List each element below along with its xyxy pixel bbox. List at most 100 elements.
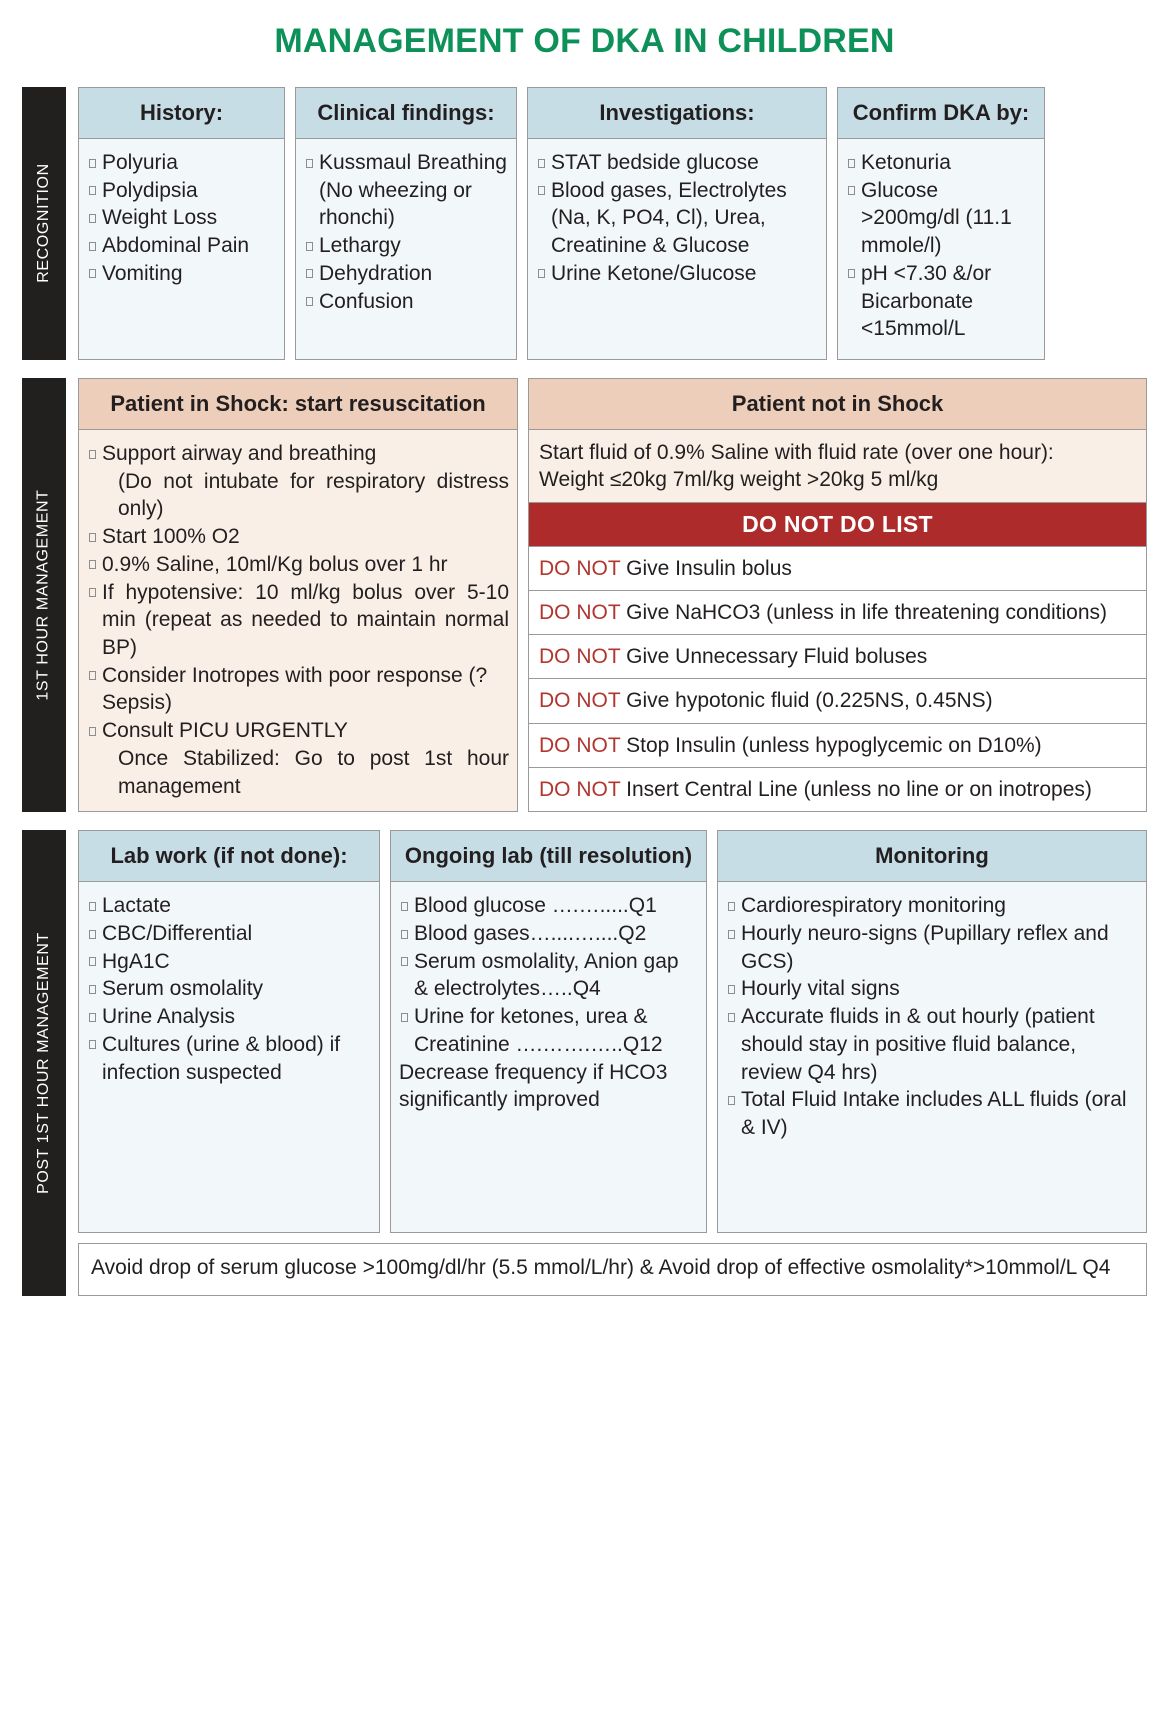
list-item: Abdominal Pain bbox=[87, 232, 276, 260]
investigations-list: STAT bedside glucose Blood gases, Electr… bbox=[536, 149, 818, 288]
list-item: STAT bedside glucose bbox=[536, 149, 818, 177]
card-clinical-findings-header: Clinical findings: bbox=[296, 88, 516, 139]
list-item-main: Consult PICU URGENTLY bbox=[102, 719, 348, 743]
card-confirm-dka: Confirm DKA by: Ketonuria Glucose >200mg… bbox=[837, 87, 1045, 360]
section-post-first-hour-management: POST 1ST HOUR MANAGEMENT Lab work (if no… bbox=[22, 830, 1147, 1296]
list-item: Total Fluid Intake includes ALL fluids (… bbox=[726, 1086, 1138, 1141]
band-gap bbox=[66, 87, 78, 360]
do-not-prefix: DO NOT bbox=[539, 733, 621, 757]
list-item: Consider Inotropes with poor response (?… bbox=[87, 662, 509, 717]
fluid-rate-instructions: Start fluid of 0.9% Saline with fluid ra… bbox=[529, 429, 1146, 503]
do-not-do-item: DO NOT Stop Insulin (unless hypoglycemic… bbox=[529, 722, 1146, 767]
list-item-sub: Once Stabilized: Go to post 1st hour man… bbox=[118, 746, 509, 798]
do-not-do-item: DO NOT Insert Central Line (unless no li… bbox=[529, 766, 1146, 812]
page-title: MANAGEMENT OF DKA IN CHILDREN bbox=[274, 22, 895, 60]
ongoing-lab-list: Blood glucose ….….....Q1 Blood gases…...… bbox=[399, 892, 698, 1058]
list-item: Lactate bbox=[87, 892, 371, 920]
list-item: Hourly vital signs bbox=[726, 975, 1138, 1003]
list-item: Urine for ketones, urea & Creatinine ….…… bbox=[399, 1003, 698, 1058]
list-item: Ketonuria bbox=[846, 149, 1036, 177]
list-item: Vomiting bbox=[87, 260, 276, 288]
list-item: Kussmaul Breathing (No wheezing or rhonc… bbox=[304, 149, 508, 232]
do-not-do-list-header: DO NOT DO LIST bbox=[529, 502, 1146, 546]
list-item: Glucose >200mg/dl (11.1 mmole/l) bbox=[846, 177, 1036, 260]
list-item: Serum osmolality bbox=[87, 975, 371, 1003]
monitoring-list: Cardiorespiratory monitoring Hourly neur… bbox=[726, 892, 1138, 1141]
history-list: Polyuria Polydipsia Weight Loss Abdomina… bbox=[87, 149, 276, 288]
list-item: pH <7.30 &/or Bicarbonate <15mmol/L bbox=[846, 260, 1036, 343]
do-not-do-item: DO NOT Give hypotonic fluid (0.225NS, 0.… bbox=[529, 678, 1146, 723]
list-item: Blood gases…....…....Q2 bbox=[399, 920, 698, 948]
card-lab-work: Lab work (if not done): Lactate CBC/Diff… bbox=[78, 830, 380, 1234]
card-monitoring-body: Cardiorespiratory monitoring Hourly neur… bbox=[718, 882, 1146, 1232]
post-first-hour-columns: Lab work (if not done): Lactate CBC/Diff… bbox=[78, 830, 1147, 1234]
section-first-hour-management: 1ST HOUR MANAGEMENT Patient in Shock: st… bbox=[22, 377, 1147, 813]
card-patient-not-in-shock: Patient not in Shock Start fluid of 0.9%… bbox=[528, 377, 1147, 813]
fluid-rate-line-2: Weight ≤20kg 7ml/kg weight >20kg 5 ml/kg bbox=[539, 468, 939, 492]
list-item: Support airway and breathing (Do not int… bbox=[87, 440, 509, 523]
card-patient-in-shock-body: Support airway and breathing (Do not int… bbox=[79, 429, 517, 812]
list-item: Dehydration bbox=[304, 260, 508, 288]
band-first-hour: 1ST HOUR MANAGEMENT bbox=[22, 377, 66, 813]
card-history-header: History: bbox=[79, 88, 284, 139]
do-not-text: Insert Central Line (unless no line or o… bbox=[626, 777, 1092, 801]
section-recognition: RECOGNITION History: Polyuria Polydipsia… bbox=[22, 87, 1147, 360]
do-not-prefix: DO NOT bbox=[539, 645, 621, 669]
list-item: Urine Ketone/Glucose bbox=[536, 260, 818, 288]
do-not-do-item: DO NOT Give NaHCO3 (unless in life threa… bbox=[529, 589, 1146, 635]
list-item-sub: (Do not intubate for respiratory distres… bbox=[118, 469, 509, 521]
do-not-text: Stop Insulin (unless hypoglycemic on D10… bbox=[626, 733, 1042, 757]
shock-list: Support airway and breathing (Do not int… bbox=[87, 440, 509, 800]
band-post-first-hour-label: POST 1ST HOUR MANAGEMENT bbox=[35, 931, 53, 1194]
band-post-first-hour: POST 1ST HOUR MANAGEMENT bbox=[22, 830, 66, 1296]
card-ongoing-lab: Ongoing lab (till resolution) Blood gluc… bbox=[390, 830, 707, 1234]
do-not-text: Give NaHCO3 (unless in life threatening … bbox=[626, 600, 1108, 624]
list-item: Hourly neuro-signs (Pupillary reflex and… bbox=[726, 920, 1138, 975]
card-clinical-findings-body: Kussmaul Breathing (No wheezing or rhonc… bbox=[296, 139, 516, 359]
list-item: Accurate fluids in & out hourly (patient… bbox=[726, 1003, 1138, 1086]
card-investigations-header: Investigations: bbox=[528, 88, 826, 139]
do-not-prefix: DO NOT bbox=[539, 777, 621, 801]
card-history-body: Polyuria Polydipsia Weight Loss Abdomina… bbox=[79, 139, 284, 359]
list-item: If hypotensive: 10 ml/kg bolus over 5-10… bbox=[87, 579, 509, 662]
list-item: Blood gases, Electrolytes (Na, K, PO4, C… bbox=[536, 177, 818, 260]
confirm-dka-list: Ketonuria Glucose >200mg/dl (11.1 mmole/… bbox=[846, 149, 1036, 343]
footnote-avoid-glucose-drop: Avoid drop of serum glucose >100mg/dl/hr… bbox=[78, 1243, 1147, 1296]
card-monitoring-header: Monitoring bbox=[718, 831, 1146, 883]
do-not-text: Give hypotonic fluid (0.225NS, 0.45NS) bbox=[626, 689, 993, 713]
card-patient-not-in-shock-header: Patient not in Shock bbox=[529, 378, 1146, 430]
do-not-do-item: DO NOT Give Unnecessary Fluid boluses bbox=[529, 634, 1146, 679]
list-item: Polyuria bbox=[87, 149, 276, 177]
list-item: Lethargy bbox=[304, 232, 508, 260]
clinical-findings-list: Kussmaul Breathing (No wheezing or rhonc… bbox=[304, 149, 508, 315]
list-item: Weight Loss bbox=[87, 204, 276, 232]
list-item: Serum osmolality, Anion gap & electrolyt… bbox=[399, 948, 698, 1003]
card-confirm-dka-header: Confirm DKA by: bbox=[838, 88, 1044, 139]
do-not-text: Give Unnecessary Fluid boluses bbox=[626, 645, 928, 669]
card-ongoing-lab-header: Ongoing lab (till resolution) bbox=[391, 831, 706, 883]
card-patient-in-shock: Patient in Shock: start resuscitation Su… bbox=[78, 377, 518, 813]
band-gap bbox=[66, 830, 78, 1296]
do-not-do-item: DO NOT Give Insulin bolus bbox=[529, 545, 1146, 590]
card-investigations-body: STAT bedside glucose Blood gases, Electr… bbox=[528, 139, 826, 359]
band-gap bbox=[66, 377, 78, 813]
do-not-prefix: DO NOT bbox=[539, 556, 621, 580]
recognition-columns: History: Polyuria Polydipsia Weight Loss… bbox=[78, 87, 1147, 360]
do-not-text: Give Insulin bolus bbox=[626, 556, 792, 580]
card-lab-work-body: Lactate CBC/Differential HgA1C Serum osm… bbox=[79, 882, 379, 1232]
fluid-rate-line-1: Start fluid of 0.9% Saline with fluid ra… bbox=[539, 440, 1054, 464]
do-not-prefix: DO NOT bbox=[539, 689, 621, 713]
card-patient-in-shock-header: Patient in Shock: start resuscitation bbox=[79, 378, 517, 430]
list-item: Cultures (urine & blood) if infection su… bbox=[87, 1031, 371, 1086]
card-history: History: Polyuria Polydipsia Weight Loss… bbox=[78, 87, 285, 360]
card-lab-work-header: Lab work (if not done): bbox=[79, 831, 379, 883]
list-item: CBC/Differential bbox=[87, 920, 371, 948]
card-investigations: Investigations: STAT bedside glucose Blo… bbox=[527, 87, 827, 360]
do-not-prefix: DO NOT bbox=[539, 600, 621, 624]
lab-work-list: Lactate CBC/Differential HgA1C Serum osm… bbox=[87, 892, 371, 1086]
list-item: Confusion bbox=[304, 288, 508, 316]
list-item: 0.9% Saline, 10ml/Kg bolus over 1 hr bbox=[87, 551, 509, 579]
card-clinical-findings: Clinical findings: Kussmaul Breathing (N… bbox=[295, 87, 517, 360]
list-item: Start 100% O2 bbox=[87, 523, 509, 551]
